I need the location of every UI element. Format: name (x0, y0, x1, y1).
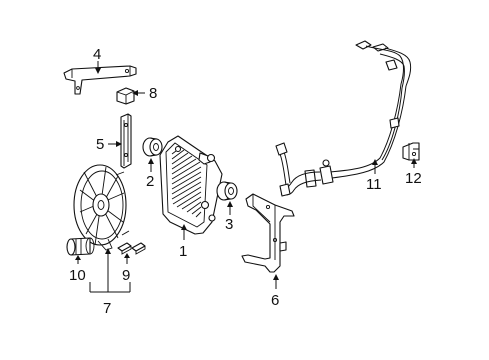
line-bracket-part (402, 142, 420, 161)
callout-7: 7 (103, 300, 111, 317)
fan-clips-part (117, 242, 146, 255)
callout-1: 1 (179, 243, 187, 260)
callout-6: 6 (271, 292, 279, 309)
callout-11: 11 (366, 176, 382, 193)
vertical-bracket-part (120, 113, 132, 169)
fan-assembly-part (73, 164, 130, 251)
callout-4: 4 (93, 46, 101, 63)
lower-bracket-part (241, 193, 295, 273)
fan-motor-part (66, 237, 95, 256)
cooler-lines-part (275, 40, 412, 197)
callout-10: 10 (69, 267, 86, 284)
callout-5: 5 (96, 136, 104, 153)
callout-12: 12 (405, 170, 422, 187)
callout-3: 3 (225, 216, 233, 233)
upper-bracket-part (63, 65, 137, 95)
callout-9: 9 (122, 267, 130, 284)
grommet-right-part (216, 181, 238, 201)
callout-2: 2 (146, 173, 154, 190)
leader-lines (75, 61, 417, 293)
clip-part (116, 87, 135, 105)
callout-8: 8 (149, 85, 157, 102)
oil-cooler-part (159, 135, 223, 235)
callout-labels: 4 8 5 2 1 3 6 11 12 10 9 7 (69, 46, 422, 317)
grommet-part (142, 137, 163, 157)
